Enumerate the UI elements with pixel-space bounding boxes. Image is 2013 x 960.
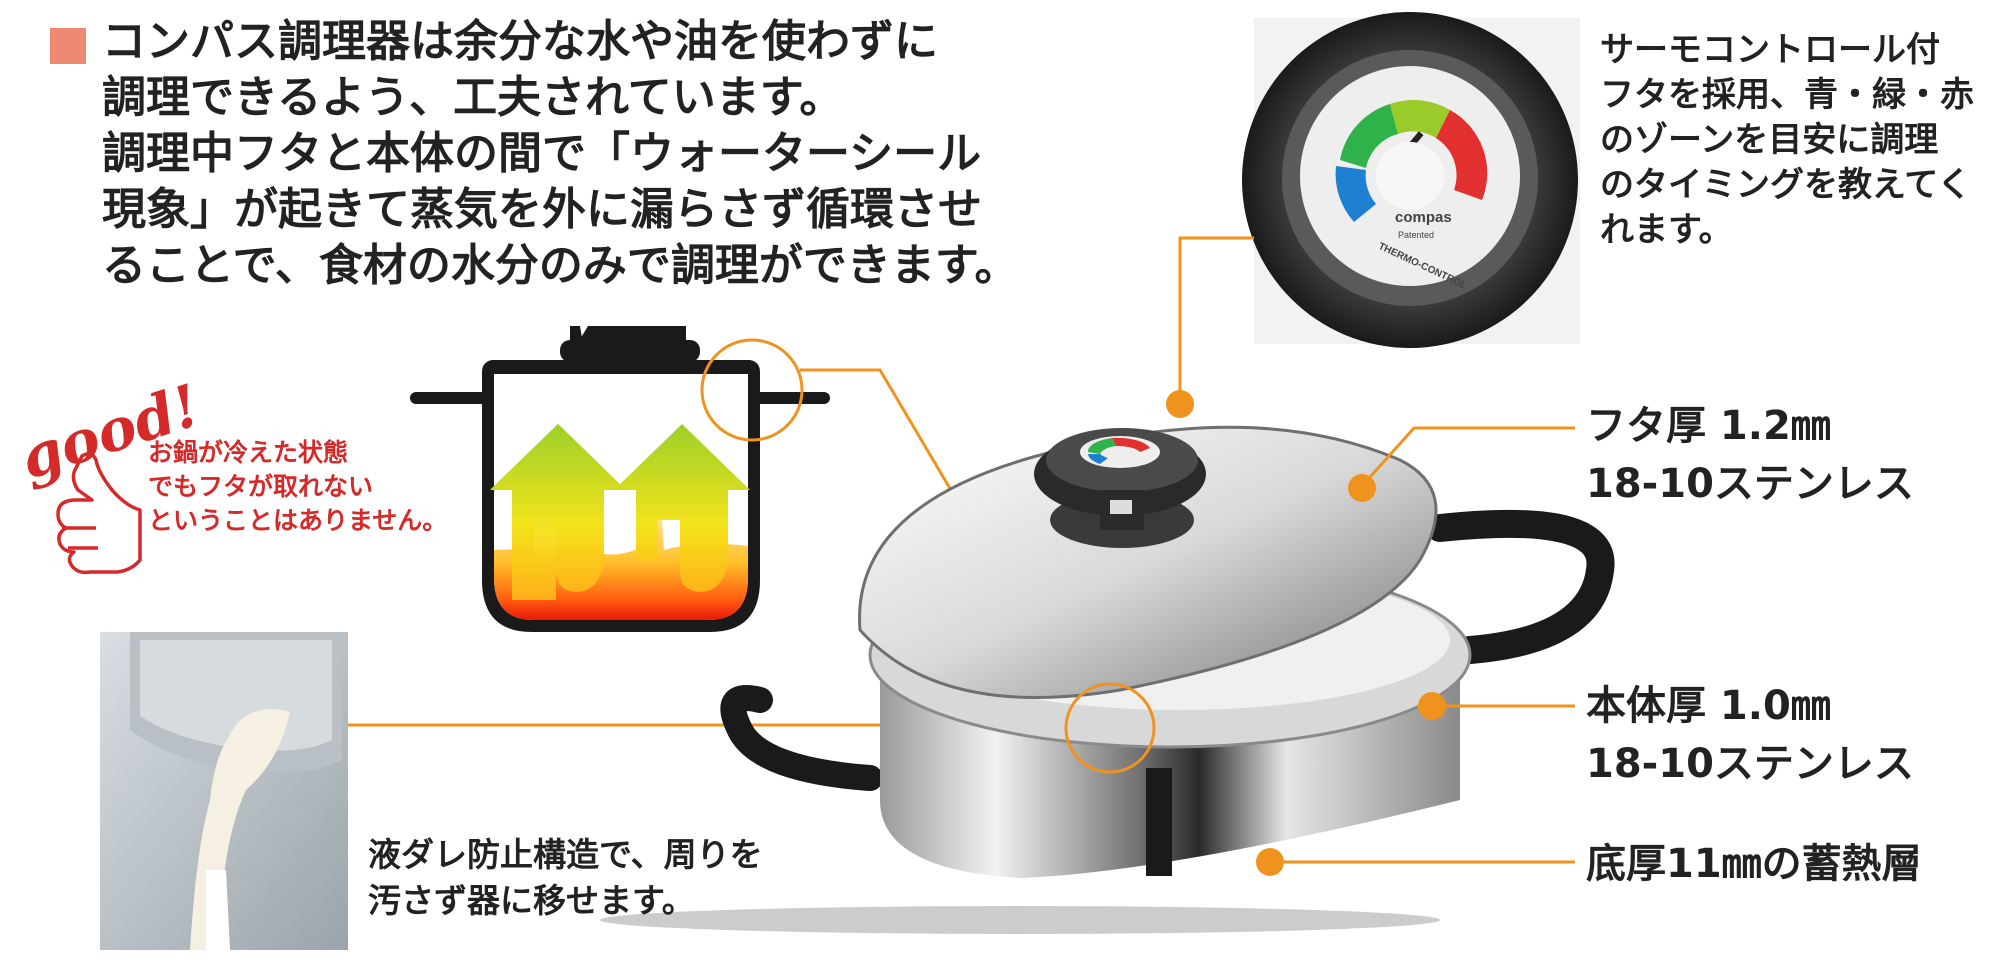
dial-patent-text: Patented (1398, 230, 1434, 240)
good-line: ということはありません。 (148, 506, 448, 535)
pot-photo (600, 425, 1615, 934)
lid-spec-material: 18-10ステンレス (1586, 461, 1914, 507)
body-spec-material: 18-10ステンレス (1586, 741, 1914, 787)
intro-line: コンパス調理器は余分な水や油を使わずに (102, 16, 938, 67)
good-line: お鍋が冷えた状態 (148, 438, 349, 467)
thermo-connector-line (1178, 236, 1254, 404)
thermo-dial-photo: compas Patented THERMO-CONTROL (1242, 12, 1580, 348)
base-spec: 底厚11㎜の蓄熱層 (1586, 841, 1922, 887)
good-line: でもフタが取れない (148, 472, 374, 501)
drip-line: 液ダレ防止構造で、周りを (368, 835, 763, 874)
thermo-line: フタを採用、青・緑・赤 (1600, 75, 1974, 115)
thermo-description: サーモコントロール付 フタを採用、青・緑・赤 のゾーンを目安に調理 のタイミング… (1600, 28, 2000, 253)
intro-line: 現象」が起きて蒸気を外に漏らさず循環させ (102, 184, 982, 235)
drip-line: 汚さず器に移せます。 (368, 881, 695, 920)
lid-callout-dot (1348, 474, 1376, 502)
dial-brand-text: compas (1395, 209, 1452, 226)
intro-line: 調理中フタと本体の間で「ウォーターシール (102, 128, 982, 179)
intro-bullet (50, 28, 86, 64)
body-callout-dot (1418, 692, 1446, 720)
body-spec-thickness: 本体厚 1.0㎜ (1586, 683, 1831, 729)
thermo-line: のゾーンを目安に調理 (1600, 120, 1939, 160)
thermo-line: サーモコントロール付 (1600, 30, 1940, 70)
pot-seal-circle (1064, 682, 1156, 774)
good-note: お鍋が冷えた状態 でもフタが取れない ということはありません。 (148, 436, 447, 538)
thermo-callout-dot (1166, 390, 1194, 418)
base-callout-dot (1256, 848, 1284, 876)
intro-paragraph: コンパス調理器は余分な水や油を使わずに 調理できるよう、工夫されています。 調理… (50, 14, 1019, 294)
drip-photo (100, 632, 348, 950)
thumbs-up-icon (56, 452, 142, 575)
pot-diagram (410, 326, 830, 632)
thermo-line: のタイミングを教えてく (1600, 165, 1972, 205)
intro-line: 調理できるよう、工夫されています。 (102, 72, 844, 123)
drip-description: 液ダレ防止構造で、周りを 汚さず器に移せます。 (368, 832, 763, 924)
lid-spec-thickness: フタ厚 1.2㎜ (1586, 403, 1831, 449)
thermo-line: れます。 (1600, 210, 1733, 250)
lid-connector-line (1360, 426, 1575, 488)
intro-line: ることで、食材の水分のみで調理ができます。 (102, 240, 1019, 291)
lid-seal-circle (700, 338, 804, 442)
